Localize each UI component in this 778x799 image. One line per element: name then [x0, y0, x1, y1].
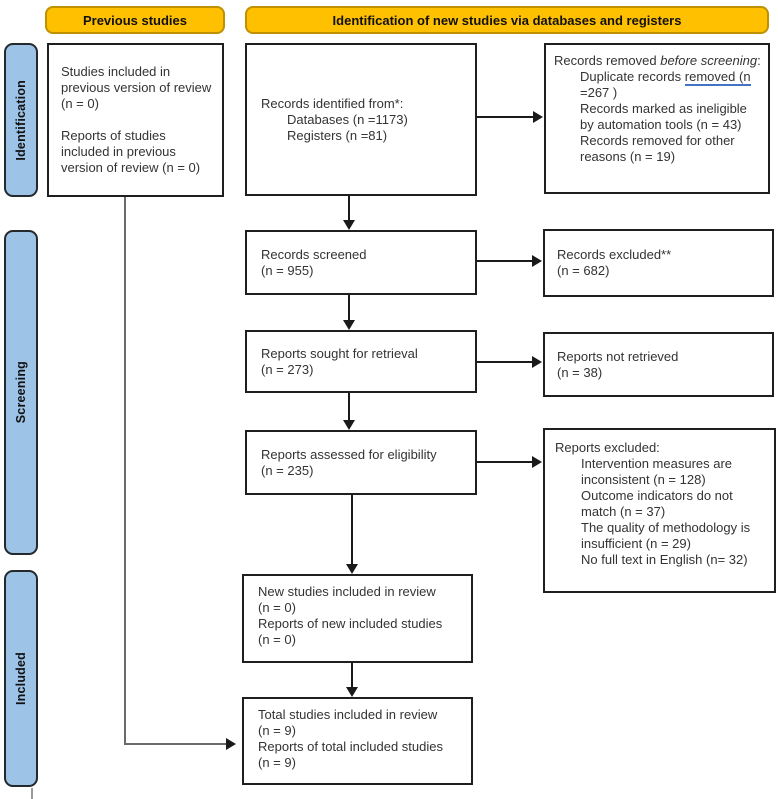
records-removed-lead-text: Records removed — [554, 53, 661, 68]
reports-assessed-text: Reports assessed for eligibility (n = 23… — [261, 446, 437, 478]
reports-excluded-item-quality: The quality of methodology is insufficie… — [581, 520, 751, 551]
arrow-assessed-to-new-head — [346, 564, 358, 574]
duplicates-removed-underlined: removed — [684, 69, 739, 86]
box-reports-excluded: Reports excluded: Intervention measures … — [543, 428, 776, 593]
header-identification-new-studies: Identification of new studies via databa… — [245, 6, 769, 34]
box-reports-assessed: Reports assessed for eligibility (n = 23… — [245, 430, 477, 495]
arrow-identified-to-screened-line — [348, 196, 350, 221]
phase-label-identification: Identification — [4, 43, 38, 197]
phase-label-screening: Screening — [4, 230, 38, 555]
arrow-sought-to-notretrieved-head — [532, 356, 542, 368]
box-total-studies: Total studies included in review (n = 9)… — [242, 697, 473, 785]
box-previous-studies: Studies included in previous version of … — [47, 43, 224, 197]
arrow-screened-to-sought-head — [343, 320, 355, 330]
elbow-previous-to-total-head — [226, 738, 236, 750]
records-removed-lead: Records removed before screening: — [554, 53, 763, 69]
duplicates-count: =267 ) — [580, 85, 618, 100]
box-new-studies: New studies included in review (n = 0) R… — [242, 574, 473, 663]
duplicates-n-underlined: (n — [738, 69, 751, 86]
records-removed-automation: Records marked as ineligible by automati… — [580, 101, 747, 132]
records-identified-databases: Databases (n =1173) — [287, 111, 408, 127]
arrow-assessed-to-new-line — [351, 495, 353, 565]
box-records-identified: Records identified from*: Databases (n =… — [245, 43, 477, 196]
records-identified-registers: Registers (n =81) — [287, 127, 388, 143]
total-studies-text: Total studies included in review (n = 9)… — [258, 707, 443, 770]
duplicates-text: Duplicate records — [580, 69, 685, 84]
elbow-previous-to-total-vertical — [124, 197, 126, 745]
reports-excluded-lead: Reports excluded: — [555, 440, 660, 455]
phase-label-included: Included — [4, 570, 38, 787]
records-screened-text: Records screened (n = 955) — [261, 246, 367, 278]
box-reports-sought: Reports sought for retrieval (n = 273) — [245, 330, 477, 393]
arrow-assessed-to-reportsexcluded-head — [532, 456, 542, 468]
arrow-screened-to-excluded-line — [477, 260, 533, 262]
arrow-identified-to-screened-head — [343, 220, 355, 230]
reports-excluded-item-english: No full text in English (n= 32) — [581, 552, 748, 567]
box-records-removed: Records removed before screening: Duplic… — [544, 43, 770, 194]
phase-label-included-text: Included — [14, 652, 28, 705]
records-removed-lead-colon: : — [757, 53, 761, 68]
records-removed-other: Records removed for other reasons (n = 1… — [580, 133, 735, 164]
arrow-screened-to-sought-line — [348, 295, 350, 321]
included-label-stub-line — [31, 788, 33, 799]
new-studies-text: New studies included in review (n = 0) R… — [258, 584, 443, 647]
reports-not-retrieved-text: Reports not retrieved (n = 38) — [557, 348, 679, 380]
header-previous-studies: Previous studies — [45, 6, 225, 34]
reports-excluded-item-intervention: Intervention measures are inconsistent (… — [581, 456, 733, 487]
arrow-sought-to-notretrieved-line — [477, 361, 533, 363]
arrow-sought-to-assessed-line — [348, 393, 350, 421]
records-identified-line: Records identified from*: — [261, 95, 404, 111]
phase-label-identification-text: Identification — [14, 79, 28, 161]
elbow-previous-to-total-horizontal — [124, 743, 227, 745]
header-previous-studies-label: Previous studies — [82, 12, 188, 28]
arrow-identified-to-removed-line — [477, 116, 534, 118]
arrow-sought-to-assessed-head — [343, 420, 355, 430]
arrow-new-to-total-head — [346, 687, 358, 697]
records-removed-lead-italic: before screening — [660, 53, 758, 68]
box-previous-studies-text: Studies included in previous version of … — [61, 64, 212, 175]
arrow-assessed-to-reportsexcluded-line — [477, 461, 533, 463]
reports-excluded-item-outcome: Outcome indicators do not match (n = 37) — [581, 488, 733, 519]
records-removed-duplicates: Duplicate records removed (n =267 ) — [554, 69, 763, 101]
arrow-new-to-total-line — [351, 663, 353, 688]
arrow-screened-to-excluded-head — [532, 255, 542, 267]
box-reports-not-retrieved: Reports not retrieved (n = 38) — [543, 332, 774, 397]
reports-sought-text: Reports sought for retrieval (n = 273) — [261, 345, 418, 377]
arrow-identified-to-removed-head — [533, 111, 543, 123]
records-excluded-text: Records excluded** (n = 682) — [557, 247, 672, 278]
box-records-screened: Records screened (n = 955) — [245, 230, 477, 295]
phase-label-screening-text: Screening — [14, 361, 28, 424]
box-records-excluded: Records excluded** (n = 682) — [543, 229, 774, 297]
header-identification-label: Identification of new studies via databa… — [332, 12, 682, 28]
